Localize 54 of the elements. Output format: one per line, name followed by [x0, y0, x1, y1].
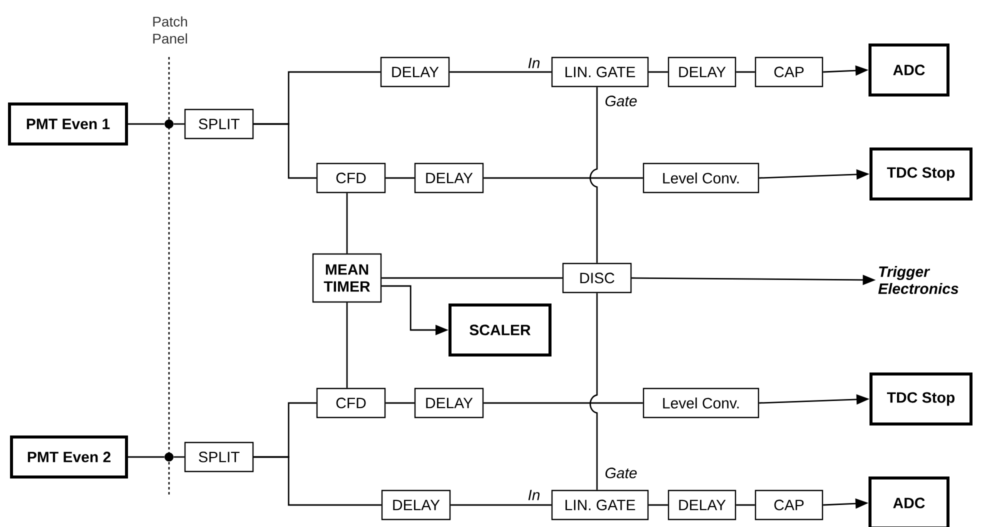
signal-line — [590, 87, 598, 263]
module-box: SPLIT — [184, 108, 254, 140]
device-box: TDC Stop — [870, 372, 972, 426]
signal-line — [736, 504, 755, 506]
signal-line — [174, 456, 184, 458]
signal-line — [254, 123, 316, 179]
module-box: LIN. GATE — [551, 490, 649, 520]
signal-line — [128, 456, 164, 458]
signal-line — [450, 504, 552, 506]
device-box: ADC — [868, 476, 950, 527]
signal-line — [346, 302, 348, 388]
signal-line — [484, 402, 643, 404]
module-box: CFD — [316, 388, 386, 418]
signal-line — [590, 293, 598, 490]
signal-line — [736, 71, 755, 73]
module-box: LIN. GATE — [551, 56, 649, 88]
module-box: MEAN TIMER — [312, 253, 382, 303]
module-box: DELAY — [414, 162, 484, 194]
module-box: DELAY — [381, 490, 451, 520]
signal-line — [450, 71, 552, 73]
junction-dot — [164, 120, 174, 128]
device-box: ADC — [868, 44, 950, 96]
edge-label: In — [528, 490, 540, 500]
signal-line — [128, 123, 164, 125]
edge-label: In — [528, 58, 540, 68]
device-box: PMT Even 1 — [8, 102, 128, 146]
edge-label: Gate — [605, 468, 637, 478]
signal-line — [484, 177, 643, 179]
module-box: Level Conv. — [642, 388, 760, 418]
signal-line — [386, 177, 414, 179]
signal-line — [382, 277, 562, 279]
device-box: TDC Stop — [870, 148, 972, 200]
module-box: SPLIT — [184, 442, 254, 472]
module-box: CFD — [316, 162, 386, 194]
signal-line — [174, 123, 184, 125]
signal-line — [386, 402, 414, 404]
signal-line — [346, 193, 348, 254]
module-box: CAP — [754, 490, 824, 520]
module-box: DISC — [562, 262, 632, 294]
module-box: DELAY — [668, 56, 736, 88]
output-label: Trigger Electronics — [878, 266, 958, 294]
signal-line — [648, 504, 668, 506]
module-box: CAP — [754, 56, 824, 88]
edge-label: Gate — [605, 96, 637, 106]
junction-dot — [164, 452, 174, 462]
device-box: SCALER — [448, 304, 552, 356]
signal-line — [254, 456, 382, 506]
signal-line — [648, 71, 668, 73]
module-box: Level Conv. — [642, 162, 760, 194]
module-box: DELAY — [668, 490, 736, 520]
panel-label: Patch Panel — [153, 16, 187, 44]
module-box: DELAY — [414, 388, 484, 418]
device-box: PMT Even 2 — [10, 436, 128, 478]
module-box: DELAY — [380, 56, 450, 88]
